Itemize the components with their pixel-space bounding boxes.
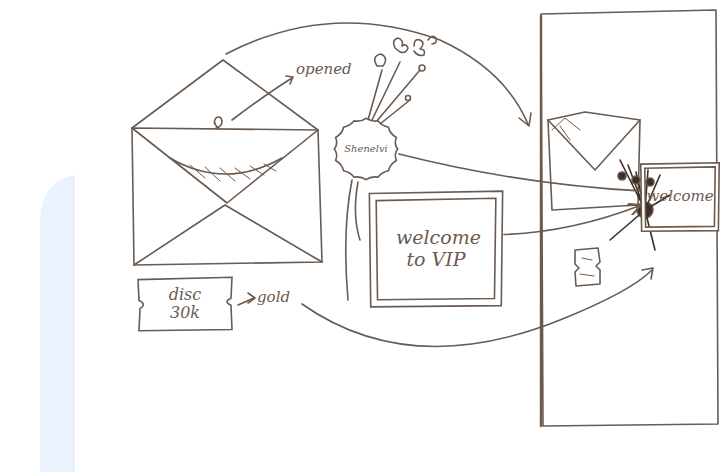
curved-arrow (226, 23, 528, 124)
sketch-line (346, 180, 352, 300)
confetti-burst (368, 36, 437, 124)
arrow-head (248, 293, 255, 303)
arrow-head (642, 268, 653, 279)
phone-screen (541, 10, 718, 426)
connector-line (504, 206, 640, 235)
curved-arrow (302, 270, 652, 346)
sketch-line (355, 182, 360, 240)
connector-line (399, 154, 640, 191)
leader-arrow (238, 298, 254, 305)
welcome-card: welcome to VIP (368, 190, 504, 308)
welcome-card: welcome (640, 162, 720, 232)
node-text: welcome to VIP (396, 227, 476, 271)
node-text: welcome (646, 188, 713, 205)
action-label: opened (296, 60, 352, 78)
discount-ticket: disc 30k (135, 275, 235, 333)
node-text: Shenelvi (344, 143, 388, 155)
background-shape (40, 175, 75, 472)
leader-arrow (232, 78, 292, 120)
arrow-head (519, 113, 531, 126)
wax-seal: Shenelvi (333, 117, 399, 181)
arrow-head (286, 76, 293, 84)
open-envelope (132, 60, 322, 265)
node-text: disc 30k (159, 286, 211, 323)
arrow-label: gold (257, 288, 290, 306)
